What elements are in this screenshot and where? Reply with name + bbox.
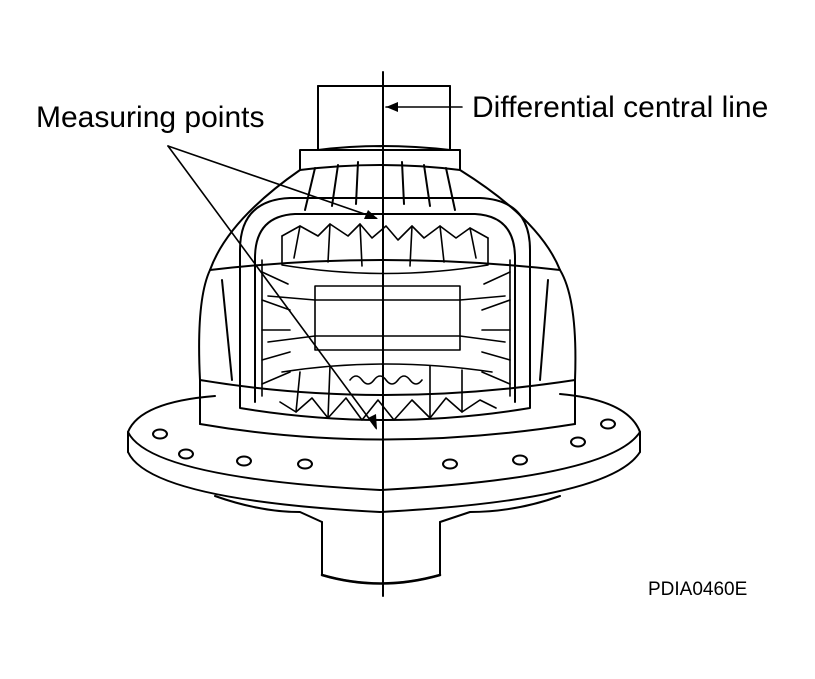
measuring-point-arrow-upper [364, 210, 378, 219]
differential-central-line-label: Differential central line [472, 91, 769, 124]
flange-bolt-holes [152, 418, 616, 470]
pinion-gears [261, 223, 511, 421]
case-window [239, 197, 531, 421]
measuring-point-arrow-lower [368, 414, 377, 430]
measuring-points-label: Measuring points [36, 101, 265, 134]
lower-shaft [320, 521, 442, 585]
central-line-leader-arrow [386, 102, 398, 112]
flange [127, 393, 641, 523]
figure-code-label: PDIA0460E [648, 579, 748, 600]
measuring-points-leaders [167, 145, 377, 429]
